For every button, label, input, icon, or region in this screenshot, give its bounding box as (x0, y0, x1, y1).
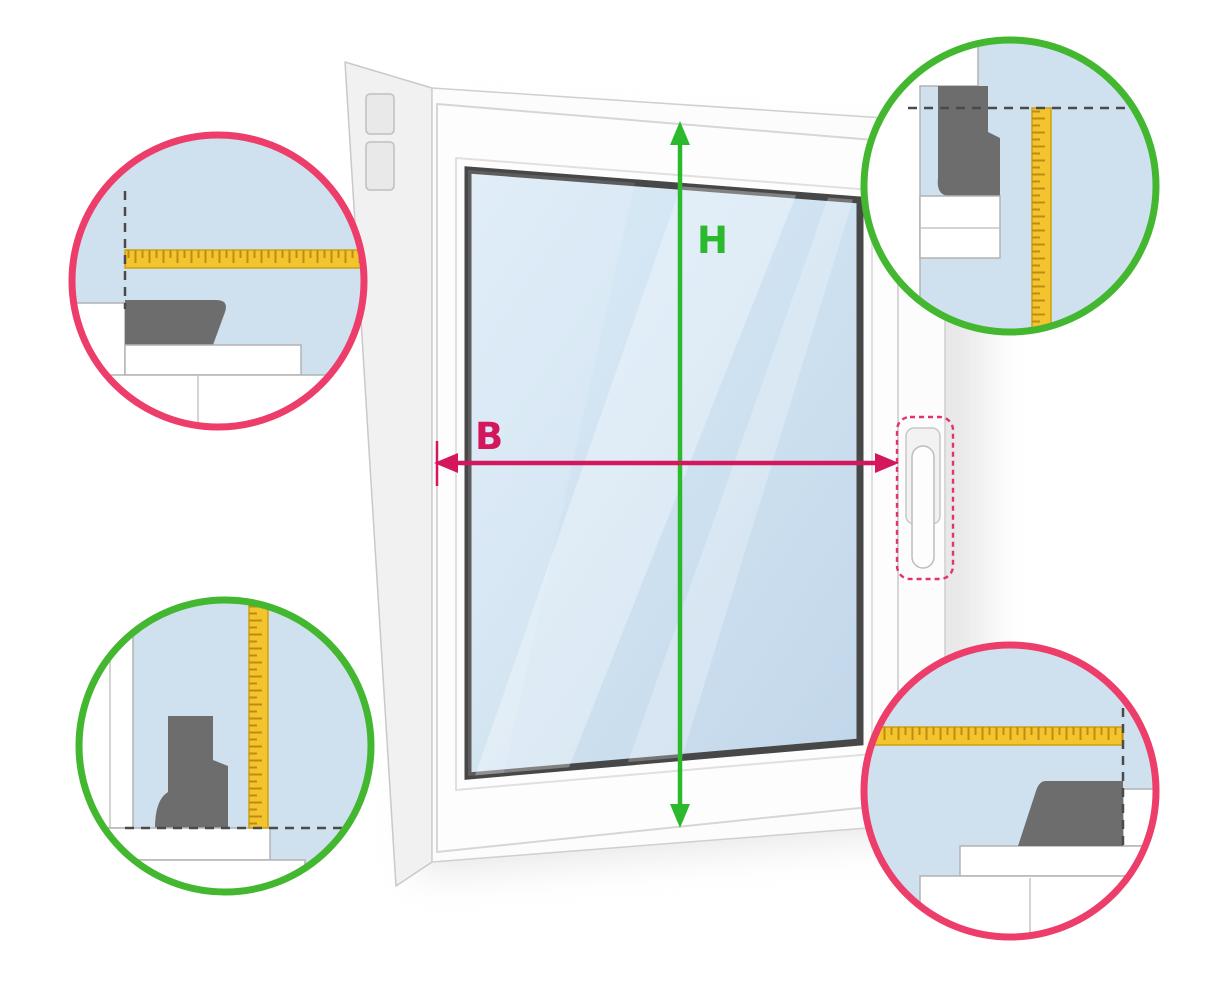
measuring-tape-icon (864, 726, 1124, 746)
sill-board (124, 344, 302, 376)
width-arrow-head-left (434, 453, 458, 473)
inset-border (860, 36, 1160, 336)
inset-border (860, 641, 1160, 941)
inset-top-right (860, 36, 1160, 336)
height-arrow-head-top (670, 121, 690, 145)
handle-lever (911, 445, 935, 569)
frame-profile (155, 716, 228, 828)
handle-highlight-box (895, 415, 955, 581)
tape-ticks (1032, 108, 1051, 332)
measurement-arrows: H B (434, 121, 899, 828)
frame-profile (1018, 781, 1123, 846)
height-arrow-head-bottom (670, 804, 690, 828)
window-illustration: H B (344, 61, 985, 887)
width-label: B (475, 415, 503, 458)
window-hinge-upper (365, 93, 395, 135)
wall-cross-section (864, 40, 979, 332)
tape-ticks (125, 250, 364, 268)
inset-bottom-left (75, 596, 375, 896)
window-hinge-lower (365, 141, 395, 191)
glass-pane (464, 166, 864, 780)
glass-reflection (468, 170, 640, 776)
tape-ticks (864, 727, 1123, 745)
frame-profile (125, 300, 226, 345)
measuring-tape-icon (1031, 107, 1052, 332)
frame-cross-section (919, 195, 1001, 259)
glass-reflection (470, 170, 810, 776)
inset-border (68, 131, 368, 431)
inset-border (75, 596, 375, 896)
inset-top-left (68, 131, 368, 431)
frame-profile (937, 86, 1000, 196)
width-arrow-head-right (875, 453, 899, 473)
measuring-tape-icon (124, 249, 364, 269)
height-label: H (697, 219, 728, 262)
inset-bottom-right (860, 641, 1160, 941)
tape-ticks (249, 600, 268, 828)
window-handle (895, 415, 955, 581)
inset-content (864, 40, 1156, 332)
measuring-tape-icon (248, 600, 269, 829)
